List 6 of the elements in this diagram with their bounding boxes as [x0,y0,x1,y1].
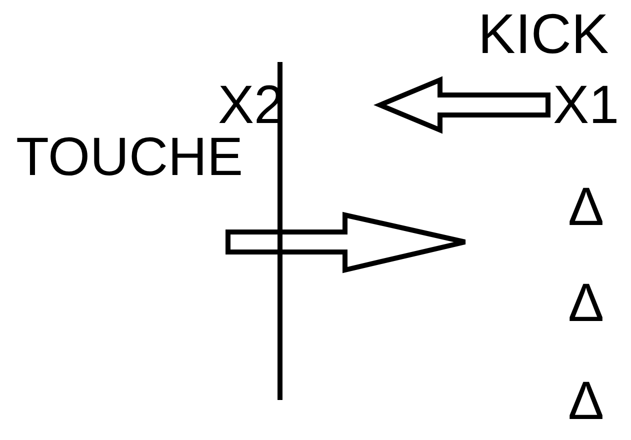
position-label: X1 [553,78,620,132]
delta-symbol: Δ [568,276,604,330]
kick-label: KICK [478,6,609,62]
touche-label: TOUCHE [16,130,244,184]
delta-symbol: Δ [568,180,604,234]
delta-symbol: Δ [568,374,604,428]
